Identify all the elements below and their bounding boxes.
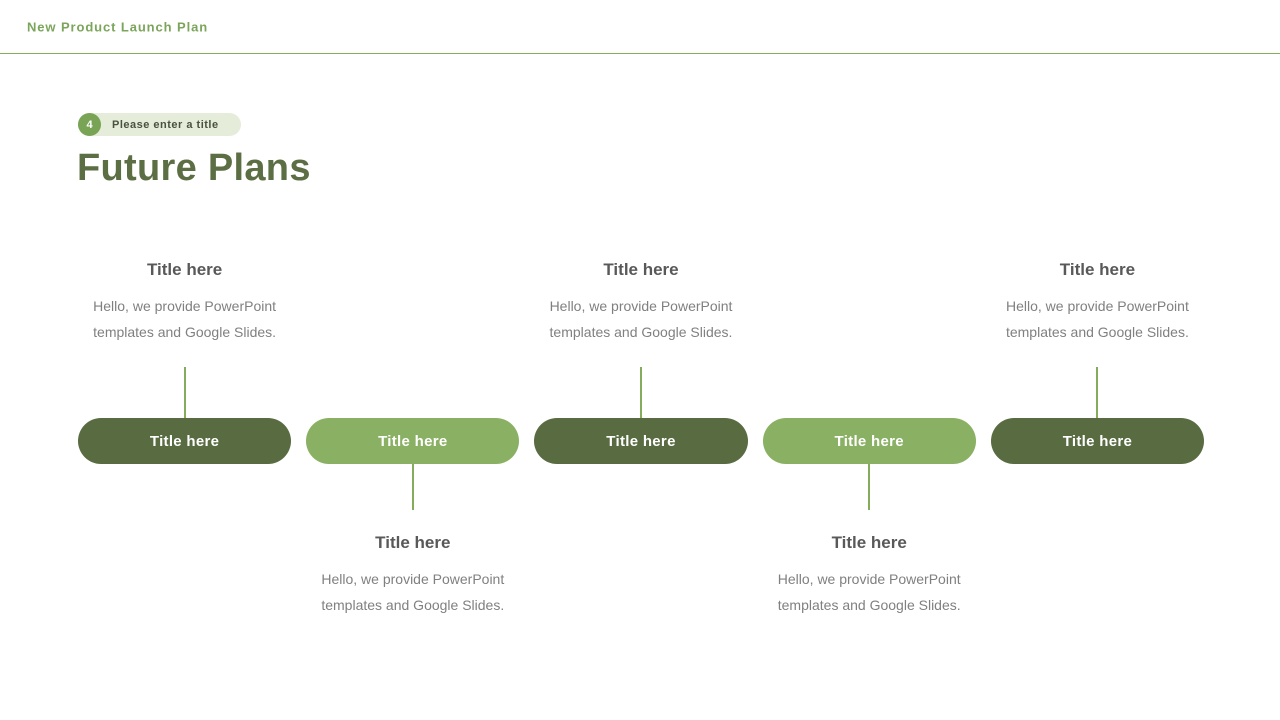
timeline-card: Title here Hello, we provide PowerPoint … [977, 259, 1217, 345]
step-badge: 4 Please enter a title [78, 113, 241, 136]
timeline-card-body[interactable]: Hello, we provide PowerPoint templates a… [321, 571, 505, 613]
timeline-card: Title here Hello, we provide PowerPoint … [65, 259, 305, 345]
timeline-pill[interactable]: Title here [762, 418, 976, 464]
timeline-card: Title here Hello, we provide PowerPoint … [749, 532, 989, 618]
connector-line [1096, 367, 1099, 418]
timeline-item: Title here Title here Hello, we provide … [306, 0, 520, 720]
timeline-pill[interactable]: Title here [306, 418, 520, 464]
timeline-item: Title here Title here Hello, we provide … [762, 0, 976, 720]
slide-header: New Product Launch Plan [0, 0, 1280, 54]
timeline-card: Title here Hello, we provide PowerPoint … [293, 532, 533, 618]
header-title: New Product Launch Plan [27, 19, 209, 34]
connector-line [868, 464, 871, 510]
timeline-card: Title here Hello, we provide PowerPoint … [521, 259, 761, 345]
timeline-pill[interactable]: Title here [990, 418, 1205, 464]
title-placeholder[interactable]: Please enter a title [101, 119, 241, 131]
step-number-badge: 4 [78, 113, 101, 136]
timeline-item: Title here Hello, we provide PowerPoint … [534, 0, 748, 720]
timeline-item: Title here Hello, we provide PowerPoint … [78, 0, 292, 720]
connector-line [411, 464, 414, 510]
timeline-card-body[interactable]: Hello, we provide PowerPoint templates a… [777, 571, 961, 613]
timeline-item: Title here Hello, we provide PowerPoint … [990, 0, 1205, 720]
timeline-card-title[interactable]: Title here [375, 533, 451, 552]
connector-line [183, 367, 186, 418]
timeline-pill[interactable]: Title here [78, 418, 292, 464]
slide-title[interactable]: Future Plans [77, 147, 311, 189]
timeline-card-body[interactable]: Hello, we provide PowerPoint templates a… [549, 298, 733, 340]
timeline-card-title[interactable]: Title here [146, 260, 223, 279]
timeline-card-body[interactable]: Hello, we provide PowerPoint templates a… [1005, 298, 1189, 340]
timeline-card-title[interactable]: Title here [1059, 260, 1136, 279]
connector-line [640, 367, 642, 418]
timeline-card-body[interactable]: Hello, we provide PowerPoint templates a… [93, 298, 277, 340]
timeline-card-title[interactable]: Title here [603, 260, 679, 279]
timeline-card-title[interactable]: Title here [831, 533, 907, 552]
timeline-pill[interactable]: Title here [534, 418, 748, 464]
timeline: Title here Hello, we provide PowerPoint … [78, 0, 1205, 720]
